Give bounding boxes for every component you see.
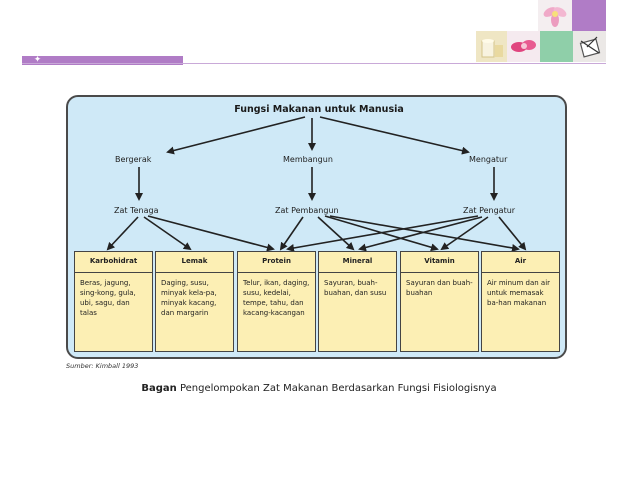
pink-orchid-icon [507,31,540,62]
category-foods: Beras, jagung, sing-kong, gula, ubi, sag… [80,279,136,317]
category-foods: Sayuran, buah-buahan, dan susu [324,279,387,297]
caption-text: Pengelompokan Zat Makanan Berdasarkan Fu… [176,383,497,394]
category-box-vitamin: Vitamin Sayuran dan buah-buahan [400,251,479,352]
category-box-air: Air Air minum dan air untuk memasak ba-h… [481,251,560,352]
category-box-protein: Protein Telur, ikan, daging, susu, kedel… [237,251,316,352]
substance-zat-pengatur: Zat Pengatur [463,206,516,215]
function-membangun: Membangun [283,155,333,164]
arrow-title-mengatur [319,116,470,155]
source-note: Sumber: Kimball 1993 [66,362,139,370]
header-divider [22,63,606,64]
category-foods: Telur, ikan, daging, susu, kedelai, temp… [243,279,310,317]
category-foods: Air minum dan air untuk memasak ba-han m… [487,279,551,307]
category-title: Mineral [319,252,396,273]
category-box-mineral: Mineral Sayuran, buah-buahan, dan susu [318,251,397,352]
substance-zat-pembangun: Zat Pembangun [275,206,339,215]
category-title: Lemak [156,252,233,273]
category-title: Air [482,252,559,273]
category-title: Vitamin [401,252,478,273]
figure-caption: Bagan Pengelompokan Zat Makanan Berdasar… [0,383,638,394]
category-title: Karbohidrat [75,252,152,273]
category-title: Protein [238,252,315,273]
sparkle-icon: ✦ [33,55,42,65]
header-accent-bar [22,56,183,65]
flower-icon [538,0,572,31]
purple-tile [572,0,606,31]
teal-square-icon [540,31,573,62]
category-box-karbohidrat: Karbohidrat Beras, jagung, sing-kong, gu… [74,251,153,352]
category-foods: Sayuran dan buah-buahan [406,279,473,297]
gift-icon [573,31,606,62]
category-box-lemak: Lemak Daging, susu, minyak kela-pa, miny… [155,251,234,352]
function-bergerak: Bergerak [115,155,152,164]
category-foods: Daging, susu, minyak kela-pa, minyak kac… [161,279,217,317]
function-mengatur: Mengatur [469,155,508,164]
arrow-title-bergerak [166,116,306,155]
substance-zat-tenaga: Zat Tenaga [114,206,159,215]
diagram-title: Fungsi Makanan untuk Manusia [234,104,404,115]
candle-icon [476,31,507,62]
caption-lead: Bagan [141,383,177,394]
